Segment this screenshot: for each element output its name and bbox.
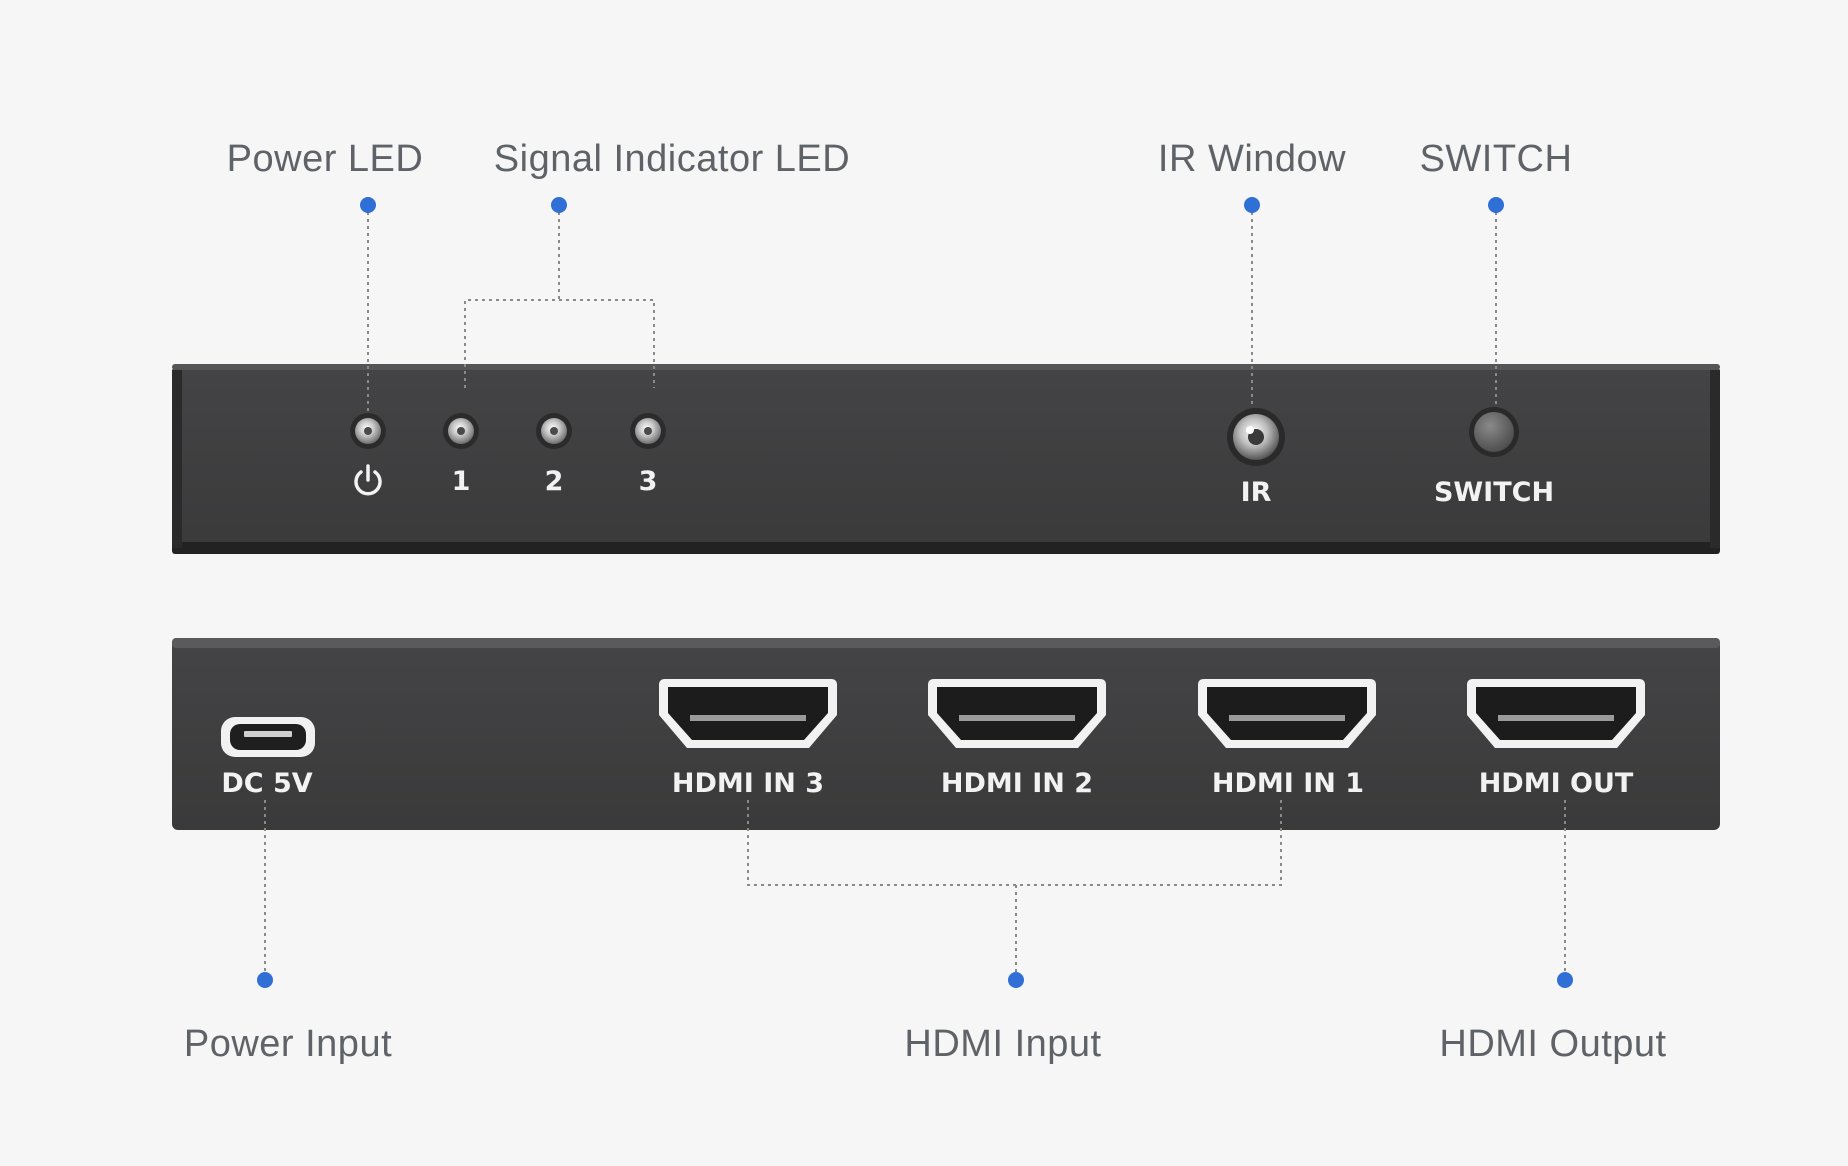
hdmi-out-label: HDMI OUT — [1478, 768, 1634, 799]
callout-ir-window: IR Window — [1157, 138, 1347, 180]
dot-power-led — [360, 197, 376, 213]
signal-led-2 — [536, 413, 572, 449]
leader-hdmi-input-bracket — [747, 800, 1282, 886]
callout-switch: SWITCH — [1419, 138, 1573, 180]
hdmi-ports — [659, 679, 1645, 748]
led-label-1: 1 — [451, 466, 471, 497]
dot-ir-window — [1244, 197, 1260, 213]
led-label-2: 2 — [544, 466, 564, 497]
callout-power-led: Power LED — [226, 138, 424, 180]
switch-button — [1469, 407, 1519, 457]
dc-port — [221, 717, 315, 757]
hdmi-in3-label: HDMI IN 3 — [671, 768, 825, 799]
dot-hdmi-output — [1557, 972, 1573, 988]
dot-switch — [1488, 197, 1504, 213]
dot-power-input — [257, 972, 273, 988]
dot-hdmi-input — [1008, 972, 1024, 988]
hdmi-in2-port — [928, 679, 1106, 748]
front-panel-right-edge — [1710, 370, 1720, 548]
ir-window — [1227, 408, 1285, 466]
power-led — [350, 413, 386, 449]
signal-led-3 — [630, 413, 666, 449]
dc-label: DC 5V — [221, 768, 313, 799]
leader-signal-led-bracket — [464, 299, 655, 388]
callout-hdmi-input: HDMI Input — [904, 1023, 1102, 1065]
front-panel — [172, 364, 1720, 554]
hdmi-in3-port — [659, 679, 837, 748]
callout-signal-led: Signal Indicator LED — [493, 138, 851, 180]
led-label-3: 3 — [638, 466, 658, 497]
front-panel-body — [172, 364, 1720, 552]
hdmi-in1-label: HDMI IN 1 — [1211, 768, 1365, 799]
power-icon — [351, 463, 385, 504]
callout-power-input: Power Input — [183, 1023, 393, 1065]
callout-hdmi-output: HDMI Output — [1439, 1023, 1667, 1065]
hdmi-out-port — [1467, 679, 1645, 748]
dot-signal-led — [551, 197, 567, 213]
hdmi-in1-port — [1198, 679, 1376, 748]
front-panel-left-edge — [172, 370, 182, 548]
ir-label: IR — [1240, 477, 1272, 508]
switch-label: SWITCH — [1433, 477, 1555, 508]
hdmi-in2-label: HDMI IN 2 — [940, 768, 1094, 799]
front-panel-top-edge — [172, 364, 1720, 370]
leader-lines — [257, 197, 1573, 988]
front-panel-bottom-edge — [172, 542, 1720, 554]
signal-led-1 — [443, 413, 479, 449]
rear-panel-top-edge — [172, 638, 1720, 648]
